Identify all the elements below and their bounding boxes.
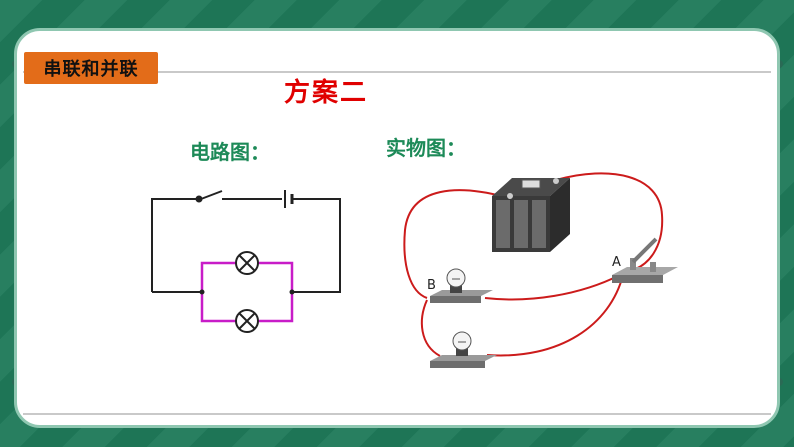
slide-title: 方案二: [284, 78, 369, 108]
switch-pivot: [195, 195, 203, 203]
circuit-schematic: [151, 190, 341, 293]
circuit-diagram-label: 电路图：: [190, 140, 270, 164]
switch-lever: [200, 190, 223, 200]
knife-switch: [612, 237, 678, 283]
lamp-symbols: [235, 251, 259, 333]
point-b-label: B: [427, 278, 436, 293]
bulb-2: [430, 331, 497, 368]
bulb-1: [430, 268, 493, 303]
point-a-label: A: [612, 255, 621, 270]
battery-pack: [492, 178, 570, 252]
topic-tag: 串联和并联: [24, 52, 158, 84]
wire-battery-to-b: [403, 189, 506, 299]
frame-divider: [23, 71, 771, 73]
wire-left: [151, 198, 197, 292]
wire-battery-to-switch: [555, 172, 664, 273]
content-frame: [14, 28, 780, 428]
wire-bulb1-to-a: [484, 274, 621, 301]
frame-divider: [23, 413, 771, 415]
wire-b-to-bulb2: [420, 299, 441, 357]
wire-right: [292, 198, 341, 293]
physical-diagram-label: 实物图：: [386, 136, 466, 160]
wire-bulb2-to-a: [486, 274, 624, 357]
physical-wires: [403, 172, 664, 357]
